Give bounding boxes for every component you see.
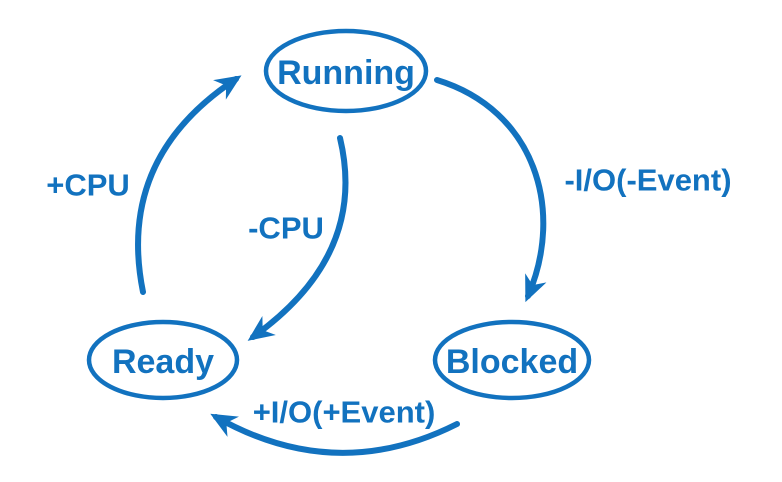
state-label-ready: Ready bbox=[112, 343, 214, 381]
transition-label-running-to-blocked: -I/O(-Event) bbox=[564, 163, 731, 198]
state-ellipse-ready bbox=[86, 319, 240, 401]
state-label-running: Running bbox=[277, 54, 415, 92]
transition-arrow-running-to-ready bbox=[247, 135, 349, 341]
transition-label-ready-to-running: +CPU bbox=[46, 168, 130, 203]
transition-arrow-blocked-to-ready bbox=[210, 413, 460, 456]
state-blocked: Blocked bbox=[432, 319, 592, 401]
transition-label-running-to-ready: -CPU bbox=[248, 211, 324, 246]
state-label-blocked: Blocked bbox=[446, 343, 578, 381]
transition-label-blocked-to-ready: +I/O(+Event) bbox=[253, 395, 436, 430]
transition-arrow-ready-to-running bbox=[135, 75, 242, 295]
transition-arrow-running-to-blocked bbox=[434, 77, 547, 303]
state-ellipse-running bbox=[263, 28, 429, 114]
state-ellipse-blocked bbox=[432, 319, 592, 401]
state-running: Running bbox=[263, 28, 429, 114]
state-ready: Ready bbox=[86, 319, 240, 401]
